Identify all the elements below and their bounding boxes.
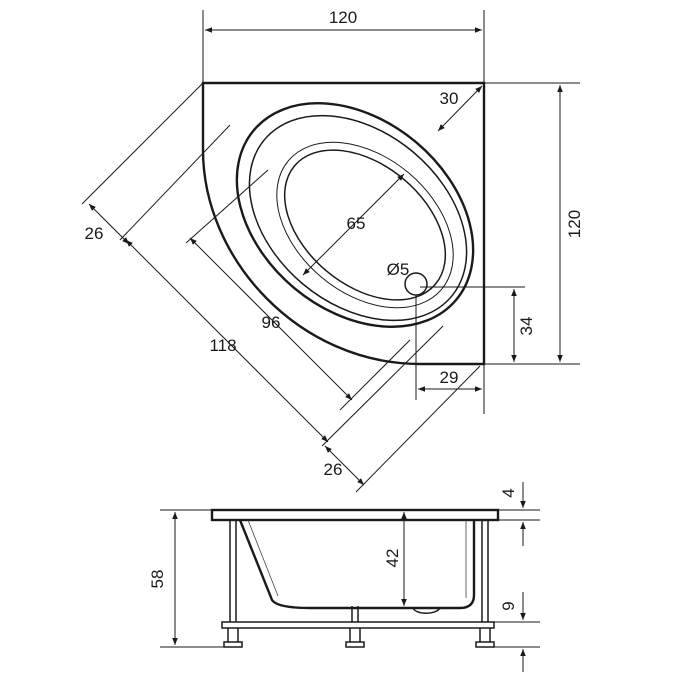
total-height-label: 58 bbox=[148, 570, 167, 589]
top-view: 120 120 30 65 Ø5 34 29 26 bbox=[81, 8, 584, 493]
diagonal-outer-length-label: 118 bbox=[209, 336, 236, 355]
inner-bowl-label: 65 bbox=[347, 214, 366, 233]
tub-body bbox=[238, 519, 476, 610]
foot-right bbox=[475, 641, 495, 648]
height-label: 120 bbox=[565, 210, 584, 238]
rim-depth-label: 30 bbox=[440, 89, 459, 108]
drain-horizontal-label: 29 bbox=[440, 368, 459, 387]
diagonal-bottom-offset-line bbox=[324, 445, 365, 486]
rim-slab bbox=[210, 508, 500, 522]
foot-center bbox=[345, 641, 365, 648]
diagonal-outer-offset-line bbox=[88, 203, 130, 245]
tub-body-inner bbox=[247, 519, 467, 598]
diagonal-outer-length-line bbox=[125, 239, 329, 443]
rim-thickness-label: 4 bbox=[499, 488, 518, 497]
bowl-depth-label: 42 bbox=[383, 549, 402, 568]
frame-crossbar bbox=[221, 621, 495, 629]
side-view: 58 42 4 9 bbox=[148, 482, 540, 672]
drain-bulge bbox=[412, 607, 441, 614]
rim-depth-dimension-line bbox=[437, 85, 483, 132]
drain-vertical-label: 34 bbox=[517, 317, 536, 336]
width-label: 120 bbox=[329, 8, 357, 27]
diagonal-bottom-offset-label: 26 bbox=[324, 460, 343, 479]
diagonal-inner-length-label: 96 bbox=[262, 313, 281, 332]
foot-height-label: 9 bbox=[499, 601, 518, 610]
diagonal-outer-offset-label: 26 bbox=[85, 224, 104, 243]
drain-label: Ø5 bbox=[387, 260, 410, 279]
foot-left bbox=[223, 641, 243, 648]
